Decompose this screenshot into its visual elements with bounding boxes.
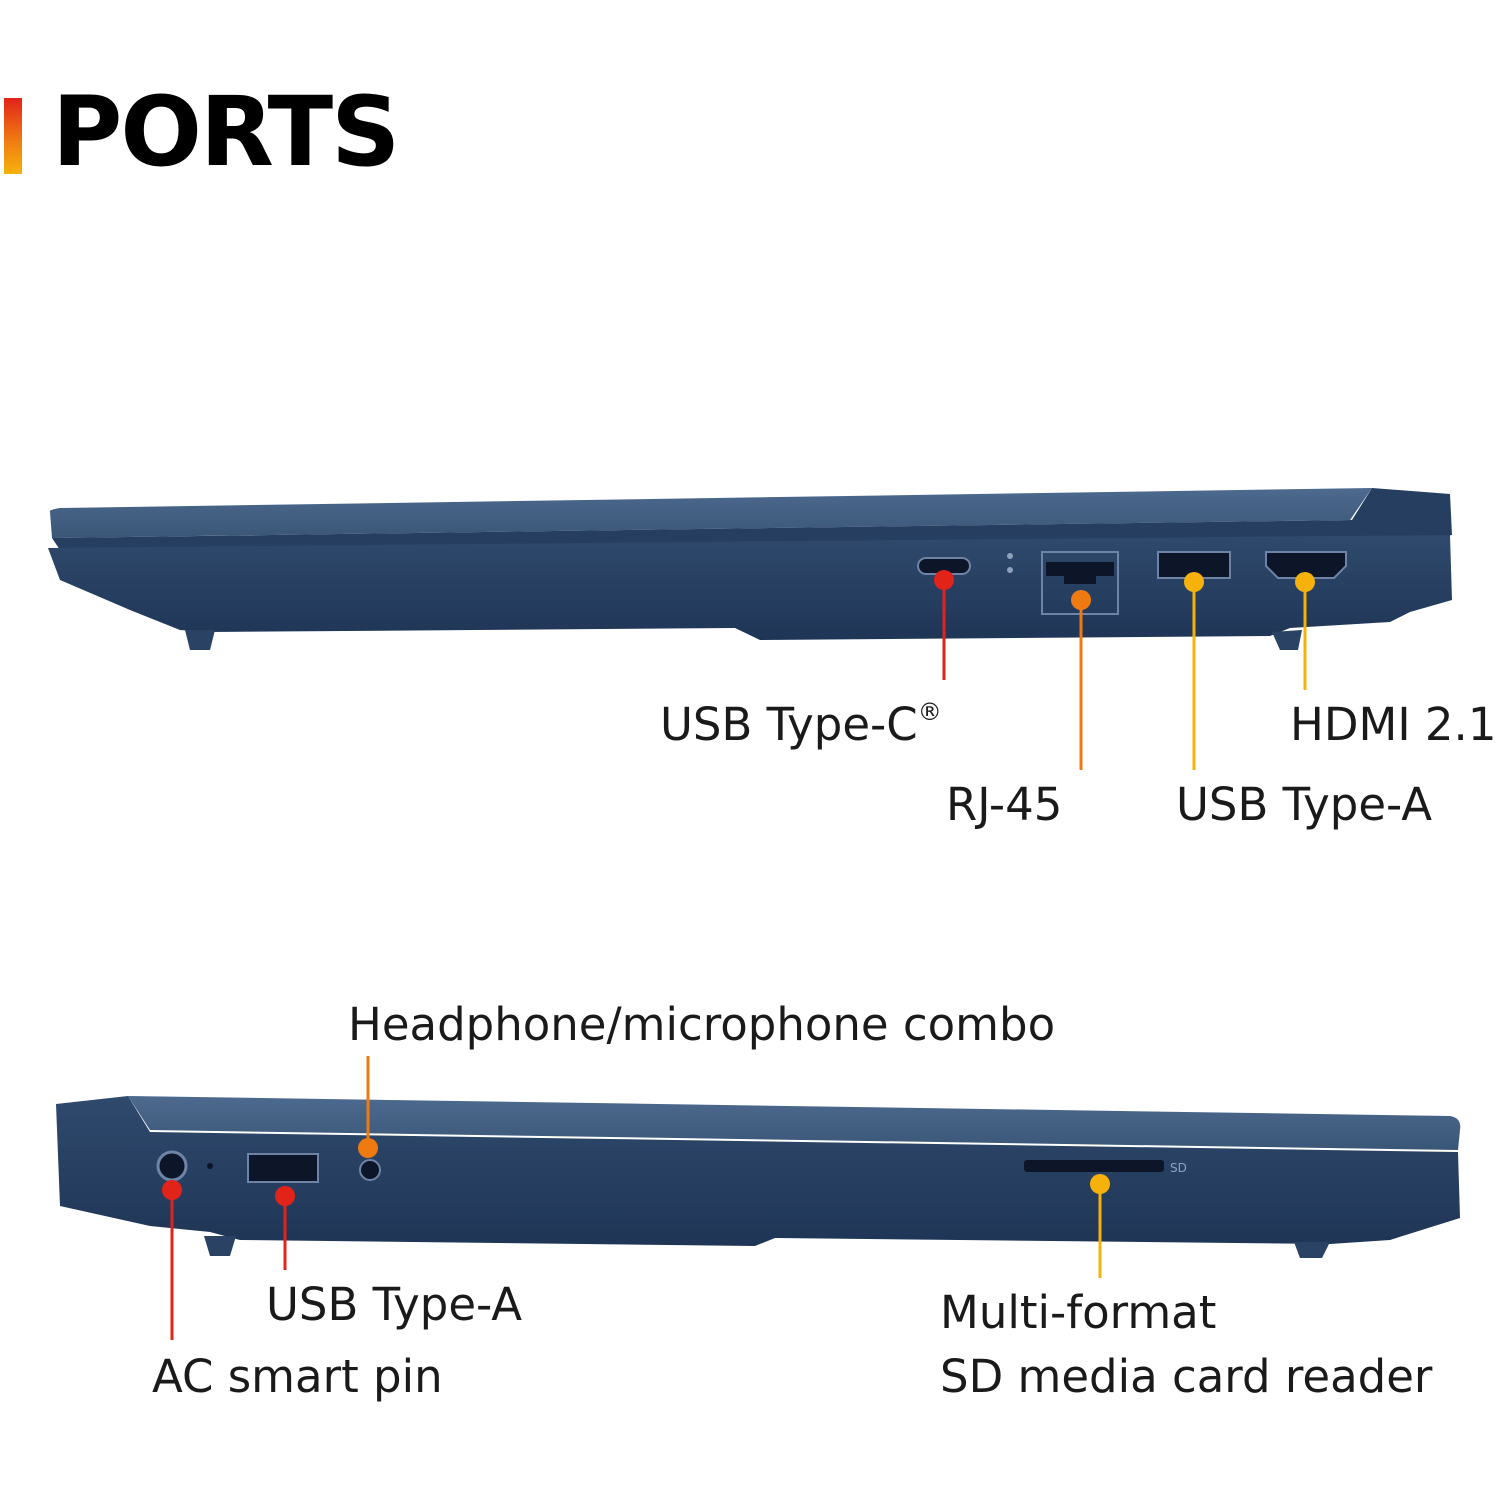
- sd-marker: [1090, 1174, 1110, 1194]
- base-edge: [48, 535, 1452, 640]
- sd-mark: SD: [1170, 1161, 1187, 1175]
- hdmi-port: [1265, 551, 1347, 579]
- ac-pin-label: AC smart pin: [152, 1350, 443, 1403]
- indicator-led: [1007, 567, 1013, 573]
- page-title: PORTS: [52, 76, 400, 188]
- sd-label-line1: Multi-format: [940, 1286, 1217, 1339]
- lid-seam: [52, 488, 1452, 550]
- top-leader-extensions: [1079, 680, 1307, 770]
- lid-edge: [49, 488, 1373, 538]
- sd-slot: [1024, 1160, 1164, 1172]
- headphone-label: Headphone/microphone combo: [348, 998, 1056, 1051]
- usb-a-label: USB Type-A: [1176, 778, 1433, 831]
- rj45-marker: [1071, 590, 1091, 610]
- hdmi-marker: [1295, 572, 1315, 592]
- usb-c-marker: [934, 570, 954, 590]
- laptop-left-side-view: SD: [56, 1056, 1461, 1340]
- usb-a-left-label: USB Type-A: [266, 1278, 523, 1331]
- foot: [185, 630, 215, 650]
- rj45-label: RJ-45: [946, 778, 1063, 831]
- usb-a-marker: [1184, 572, 1204, 592]
- headphone-marker: [358, 1138, 378, 1158]
- charge-led: [207, 1163, 213, 1169]
- rj45-socket: [1046, 562, 1114, 584]
- lid-edge: [128, 1096, 1461, 1150]
- foot: [1294, 1242, 1330, 1258]
- foot: [1272, 630, 1302, 650]
- usb-a-port: [247, 1153, 319, 1183]
- indicator-led: [1007, 553, 1013, 559]
- headphone-jack: [359, 1159, 381, 1181]
- title-accent-bar: [4, 98, 22, 174]
- usb-c-label: USB Type-C®: [660, 698, 942, 751]
- laptop-right-side-view: [48, 488, 1452, 680]
- foot: [204, 1236, 236, 1256]
- sd-label-line2: SD media card reader: [940, 1350, 1433, 1403]
- base-edge: [56, 1096, 1460, 1246]
- ac-pin-marker: [162, 1180, 182, 1200]
- usb-a-marker: [275, 1186, 295, 1206]
- hdmi-label: HDMI 2.1: [1290, 698, 1497, 751]
- ac-pin-port: [156, 1150, 188, 1182]
